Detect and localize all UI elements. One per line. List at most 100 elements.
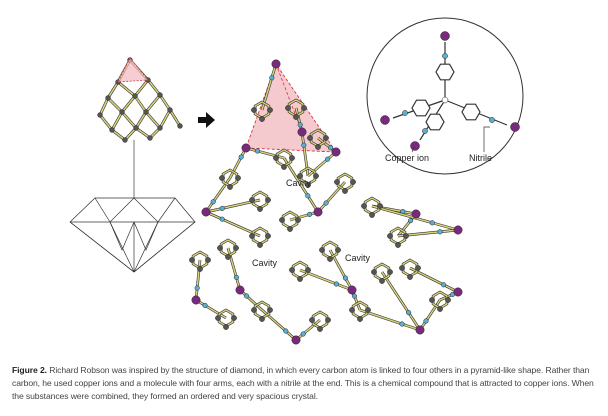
copper-ion <box>380 115 390 125</box>
nitrile-atom <box>283 328 289 334</box>
large-tetrahedron <box>245 63 337 153</box>
carbon-atom <box>319 247 325 253</box>
bond <box>169 109 181 127</box>
carbon-atom <box>249 233 255 239</box>
carbon-atom <box>157 125 163 131</box>
carbon-atom <box>437 306 443 312</box>
nitrile-label: Nitrile <box>469 153 492 163</box>
nitrile-atom <box>351 293 357 299</box>
bond <box>134 79 149 97</box>
figure-caption: Figure 2. Richard Robson was inspired by… <box>12 364 602 403</box>
copper-ion <box>313 207 323 217</box>
carbon-atom <box>295 217 301 223</box>
carbon-atom <box>297 173 303 179</box>
carbon-atom <box>361 203 367 209</box>
carbon-atom <box>97 112 103 118</box>
bond <box>295 319 321 341</box>
bond <box>159 109 171 129</box>
carbon-atom <box>399 265 405 271</box>
carbon-atom <box>403 233 409 239</box>
bond <box>145 94 161 113</box>
nitrile-atom <box>489 117 495 123</box>
carbon-atom <box>349 307 355 313</box>
carbon-atom <box>122 137 128 143</box>
nitrile-atom <box>301 142 307 148</box>
carbon-atom <box>231 315 237 321</box>
bond <box>159 94 171 111</box>
carbon-atom <box>273 155 279 161</box>
carbon-atom <box>197 266 203 272</box>
carbon-atom <box>377 203 383 209</box>
nitrile-atom <box>437 229 443 235</box>
carbon-atom <box>395 242 401 248</box>
nitrile-atom <box>429 220 435 226</box>
label-pointer <box>483 126 490 152</box>
bond <box>299 269 353 291</box>
carbon-atom <box>105 95 111 101</box>
bond <box>107 97 123 113</box>
carbon-atom <box>305 267 311 273</box>
nitrile-atom <box>300 331 306 337</box>
carbon-atom <box>251 307 257 313</box>
bond <box>135 111 147 129</box>
carbon-atom <box>335 247 341 253</box>
nitrile-atom <box>202 302 208 308</box>
carbon-atom <box>267 307 273 313</box>
bond <box>289 211 319 221</box>
carbon-atom <box>305 182 311 188</box>
copper-ion <box>347 285 357 295</box>
carbon-atom <box>189 257 195 263</box>
carbon-atom <box>147 135 153 141</box>
copper-ion <box>440 31 450 41</box>
nitrile-atom <box>297 122 303 128</box>
copper-ion <box>201 207 211 217</box>
benzene-ring <box>425 113 445 131</box>
carbon-atom <box>109 127 115 133</box>
carbon-atom <box>297 276 303 282</box>
nitrile-atom <box>305 193 311 199</box>
carbon-atom <box>279 217 285 223</box>
bond <box>195 299 227 319</box>
bond <box>99 97 109 116</box>
carbon-atom <box>371 269 377 275</box>
carbon-atom <box>323 135 329 141</box>
arrow-right-icon <box>198 112 215 128</box>
carbon-atom <box>167 107 173 113</box>
carbon-atom <box>301 105 307 111</box>
nitrile-atom <box>244 293 250 299</box>
nitrile-atom <box>442 53 448 59</box>
carbon-atom <box>223 324 229 330</box>
carbon-atom <box>225 254 231 260</box>
benzene-ring <box>461 103 481 121</box>
cavity-label-top: Cavity <box>286 178 312 188</box>
carbon-atom <box>407 274 413 280</box>
bond <box>107 81 119 99</box>
carbon-atom <box>289 155 295 161</box>
copper-ion <box>235 285 245 295</box>
nitrile-atom <box>219 216 225 222</box>
carbon-atom <box>315 144 321 150</box>
bond <box>381 271 421 331</box>
bond <box>147 79 161 96</box>
bond <box>239 289 263 311</box>
copper-ion <box>297 127 307 137</box>
copper-ion <box>291 335 301 345</box>
crystal-network <box>189 59 463 345</box>
copper-ion <box>331 147 341 157</box>
bond <box>145 111 161 129</box>
caption-text: Richard Robson was inspired by the struc… <box>12 365 594 401</box>
figure-label: Figure 2. <box>12 365 47 375</box>
carbon-atom <box>317 326 323 332</box>
carbon-atom <box>327 256 333 262</box>
carbon-atom <box>132 93 138 99</box>
nitrile-atom <box>254 148 260 154</box>
carbon-atom <box>415 265 421 271</box>
carbon-atom <box>429 297 435 303</box>
nitrile-atom <box>342 275 348 281</box>
copper-ion <box>271 59 281 69</box>
bond <box>283 157 319 213</box>
copper-ion <box>411 209 421 219</box>
bond <box>121 95 136 113</box>
nitrile-atom <box>423 318 429 324</box>
nitrile-atom <box>399 321 405 327</box>
